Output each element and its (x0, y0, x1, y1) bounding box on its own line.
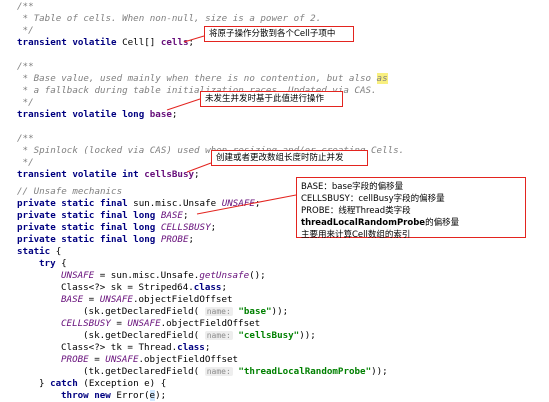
annotation-offsets: BASE：base字段的偏移量 CELLSBUSY：cellBusy字段的偏移量… (296, 177, 526, 240)
code-line: (tk.getDeclaredField( name: "threadLocal… (83, 366, 388, 377)
code-line: try { (39, 258, 67, 269)
param-hint: name: (204, 367, 233, 376)
annotation-cells: 将原子操作分散到各个Cell子项中 (204, 26, 354, 42)
code-line: */ (17, 97, 34, 108)
code-line: transient volatile Cell[] cells; (17, 37, 195, 48)
code-line: private static final long BASE; (17, 210, 189, 221)
arrow-base (166, 98, 201, 111)
annotation-line: BASE：base字段的偏移量 (301, 182, 404, 192)
code-line: */ (17, 25, 34, 36)
code-line: static { (17, 246, 62, 257)
highlighted-word: as (376, 73, 388, 84)
code-line: throw new Error(e); (61, 390, 167, 401)
annotation-cells-busy: 创建或者更改数组长度时防止并发 (211, 150, 368, 166)
code-line: (sk.getDeclaredField( name: "cellsBusy")… (83, 330, 316, 341)
code-line: BASE = UNSAFE.objectFieldOffset (61, 294, 233, 305)
brace-match: e (149, 390, 156, 401)
code-line: } catch (Exception e) { (39, 378, 167, 389)
annotation-line: CELLSBUSY：cellBusy字段的偏移量 (301, 194, 445, 204)
arrow-busy (186, 162, 212, 173)
code-line: (sk.getDeclaredField( name: "base")); (83, 306, 289, 317)
code-line: * Base value, used mainly when there is … (17, 73, 388, 84)
code-line: UNSAFE = sun.misc.Unsafe.getUnsafe(); (61, 270, 266, 281)
code-line: private static final sun.misc.Unsafe UNS… (17, 198, 261, 209)
code-line: * Table of cells. When non-null, size is… (17, 13, 322, 24)
annotation-base: 未发生并发时基于此值进行操作 (200, 91, 343, 107)
code-line: /** (17, 133, 34, 144)
code-line: Class<?> sk = Striped64.class; (61, 282, 227, 293)
code-line: */ (17, 157, 34, 168)
code-line: PROBE = UNSAFE.objectFieldOffset (61, 354, 239, 365)
code-line: private static final long PROBE; (17, 234, 195, 245)
code-line: transient volatile int cellsBusy; (17, 169, 200, 180)
code-line: transient volatile long base; (17, 109, 178, 120)
code-line: /** (17, 61, 34, 72)
param-hint: name: (204, 331, 233, 340)
code-line: Class<?> tk = Thread.class; (61, 342, 211, 353)
code-line: /** (17, 1, 34, 12)
arrow-offsets (196, 194, 297, 215)
arrow-cells (183, 35, 205, 43)
annotation-line: PROBE：线程Thread类字段threadLocalRandomProbe的… (301, 206, 460, 228)
code-line: // Unsafe mechanics (17, 186, 123, 197)
param-hint: name: (204, 307, 233, 316)
code-line: private static final long CELLSBUSY; (17, 222, 217, 233)
code-line: * a fallback during table initialization… (17, 85, 377, 96)
code-line: CELLSBUSY = UNSAFE.objectFieldOffset (61, 318, 261, 329)
annotation-line: 主要用来计算Cell数组的索引 (301, 230, 411, 240)
